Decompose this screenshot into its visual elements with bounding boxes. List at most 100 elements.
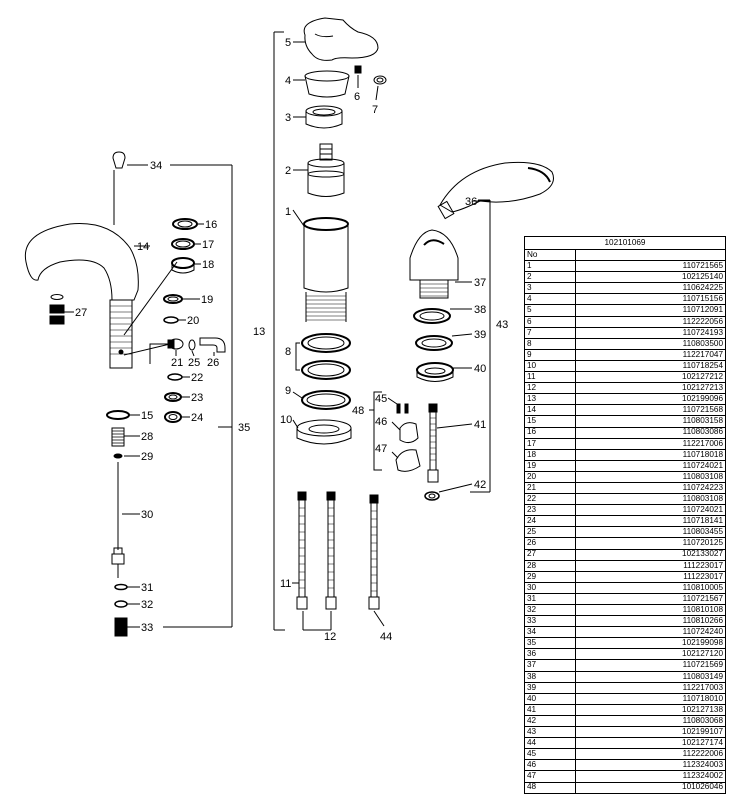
callout-44: 44: [380, 631, 392, 643]
spring-28: [111, 427, 125, 447]
part-number: 35: [524, 637, 576, 650]
part-code: 112222056: [574, 315, 727, 328]
callout-16: 16: [205, 219, 217, 231]
valve-body: [303, 217, 349, 322]
callout-7: 7: [372, 104, 378, 116]
part-number: 1: [524, 260, 576, 273]
nut-40: [416, 362, 454, 382]
part-number: 23: [524, 504, 576, 517]
part-number: 3: [524, 282, 576, 295]
part-number: 2: [524, 271, 576, 284]
lever-handle: [303, 17, 379, 61]
diverter-21: [167, 338, 184, 350]
part-code: 112324002: [574, 770, 727, 783]
set-screw: [354, 65, 362, 74]
supply-hose-pair: [296, 491, 337, 610]
part-number: 8: [524, 337, 576, 350]
spout-top-cap: [112, 151, 126, 169]
callout-17: 17: [202, 239, 214, 251]
part-code: 110803108: [574, 493, 727, 506]
part-number: 6: [524, 315, 576, 328]
part-code: 110721565: [574, 260, 727, 273]
part-number: 5: [524, 304, 576, 317]
callout-10: 10: [280, 414, 292, 426]
callout-24: 24: [191, 412, 203, 424]
part-code: 110715156: [574, 293, 727, 306]
callout-15: 15: [141, 410, 153, 422]
callout-1: 1: [285, 206, 291, 218]
callout-38: 38: [474, 304, 486, 316]
part-code: 102127138: [574, 703, 727, 716]
callout-5: 5: [285, 37, 291, 49]
clip-46: [399, 422, 419, 444]
part-number: 14: [524, 404, 576, 417]
callout-25: 25: [188, 357, 200, 369]
callout-8: 8: [285, 346, 291, 358]
screws-45: [396, 403, 409, 414]
cap-cover: [304, 70, 350, 98]
bracket-48: [373, 391, 382, 471]
part-number: 16: [524, 426, 576, 439]
sealing-washer-pair: [301, 333, 351, 380]
part-code: 102199098: [574, 637, 727, 650]
part-code: 110724021: [574, 459, 727, 472]
o-ring-17: [171, 238, 195, 250]
mounting-nut: [296, 419, 352, 445]
part-number: 39: [524, 681, 576, 694]
callout-34: 34: [150, 160, 162, 172]
part-number: 46: [524, 759, 576, 772]
callout-37: 37: [474, 277, 486, 289]
hand-shower: [437, 161, 554, 220]
faucet-spout: [24, 223, 139, 369]
part-code: 110720125: [574, 537, 727, 550]
part-number: 9: [524, 348, 576, 361]
table-title: 102101069: [524, 236, 726, 250]
part-number: 48: [524, 781, 576, 794]
part-number: 36: [524, 648, 576, 661]
callout-47: 47: [375, 443, 387, 455]
callout-11: 11: [280, 578, 291, 590]
part-code: 102199107: [574, 726, 727, 739]
aerator: [49, 294, 65, 325]
cartridge: [307, 143, 345, 197]
part-number: 31: [524, 592, 576, 606]
part-code: 110718010: [574, 692, 727, 705]
part-code: 102125140: [574, 271, 727, 284]
part-code: 110803500: [574, 337, 727, 350]
callout-13: 13: [253, 326, 265, 338]
part-code: 110803455: [574, 526, 727, 539]
part-number: 22: [524, 493, 576, 506]
header-no: No: [524, 248, 576, 262]
o-ring-32: [114, 600, 128, 608]
part-code: 112324003: [574, 759, 727, 772]
part-code: 110718141: [574, 515, 727, 528]
part-number: 15: [524, 415, 576, 428]
part-number: 44: [524, 737, 576, 750]
hose-41: [427, 403, 439, 483]
part-code: 102127212: [574, 371, 727, 384]
part-number: 20: [524, 470, 576, 483]
part-code: 110803108: [574, 470, 727, 483]
callout-4: 4: [285, 75, 291, 87]
part-number: 45: [524, 748, 576, 761]
o-ring-31: [114, 583, 128, 591]
rod-30: [111, 462, 125, 578]
o-ring-15: [106, 410, 130, 420]
